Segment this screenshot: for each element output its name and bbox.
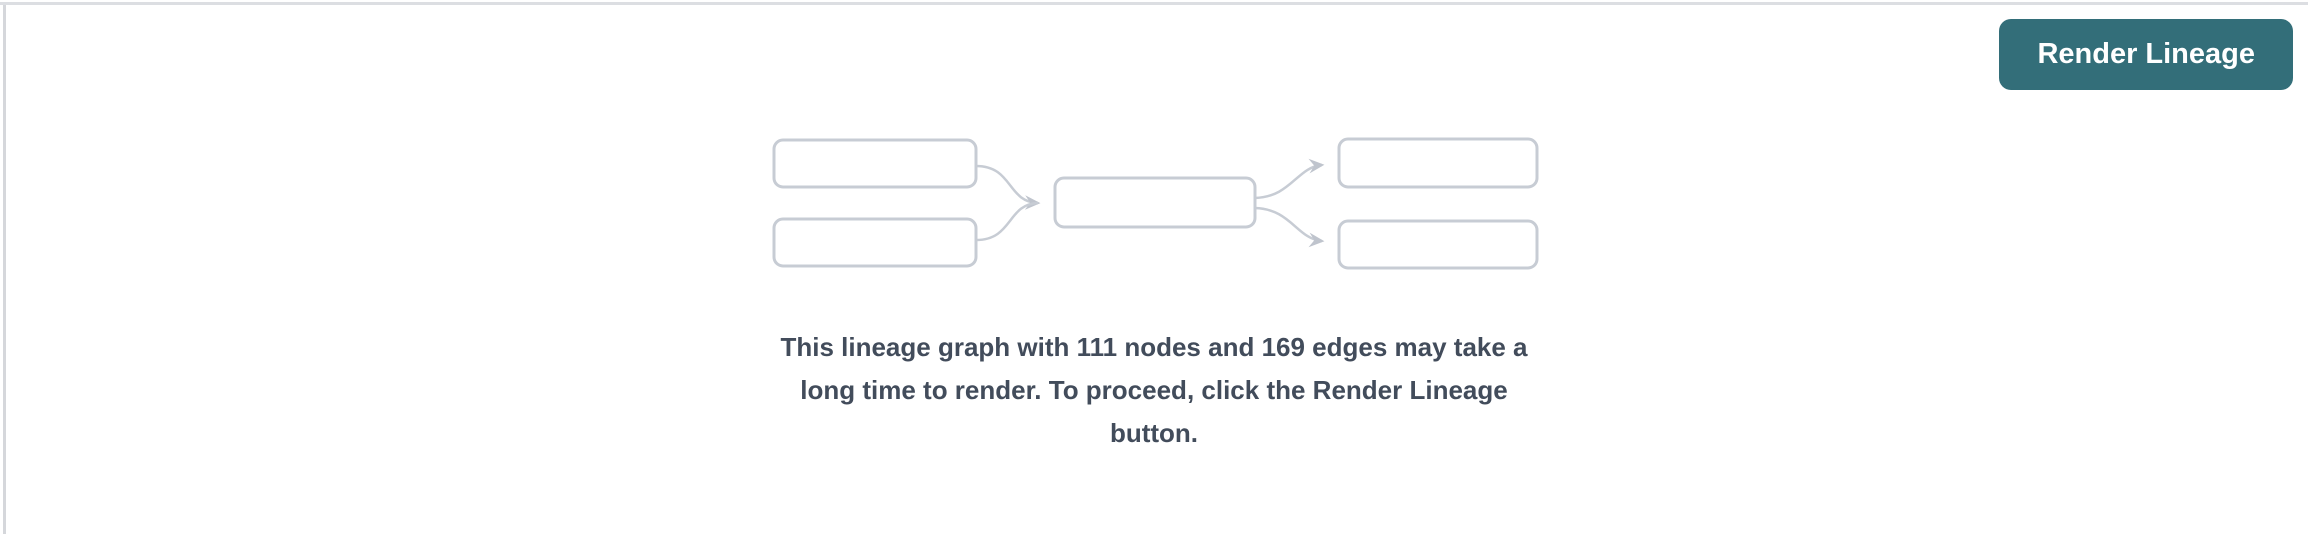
graph-node [1337, 219, 1539, 270]
graph-edge [975, 164, 1041, 210]
lineage-placeholder-graphic [772, 137, 1539, 270]
graph-node [1337, 137, 1539, 189]
lineage-warning-message: This lineage graph with 111 nodes and 16… [780, 332, 1528, 448]
graph-edge [1254, 206, 1325, 248]
graph-node [772, 138, 978, 189]
graph-node [1053, 176, 1257, 229]
render-lineage-button[interactable]: Render Lineage [1999, 19, 2293, 90]
panel-top-border [0, 2, 2308, 5]
graph-edge [1254, 158, 1325, 200]
panel-left-border [3, 5, 6, 534]
graph-node [772, 217, 978, 268]
graph-edge [975, 201, 1039, 242]
